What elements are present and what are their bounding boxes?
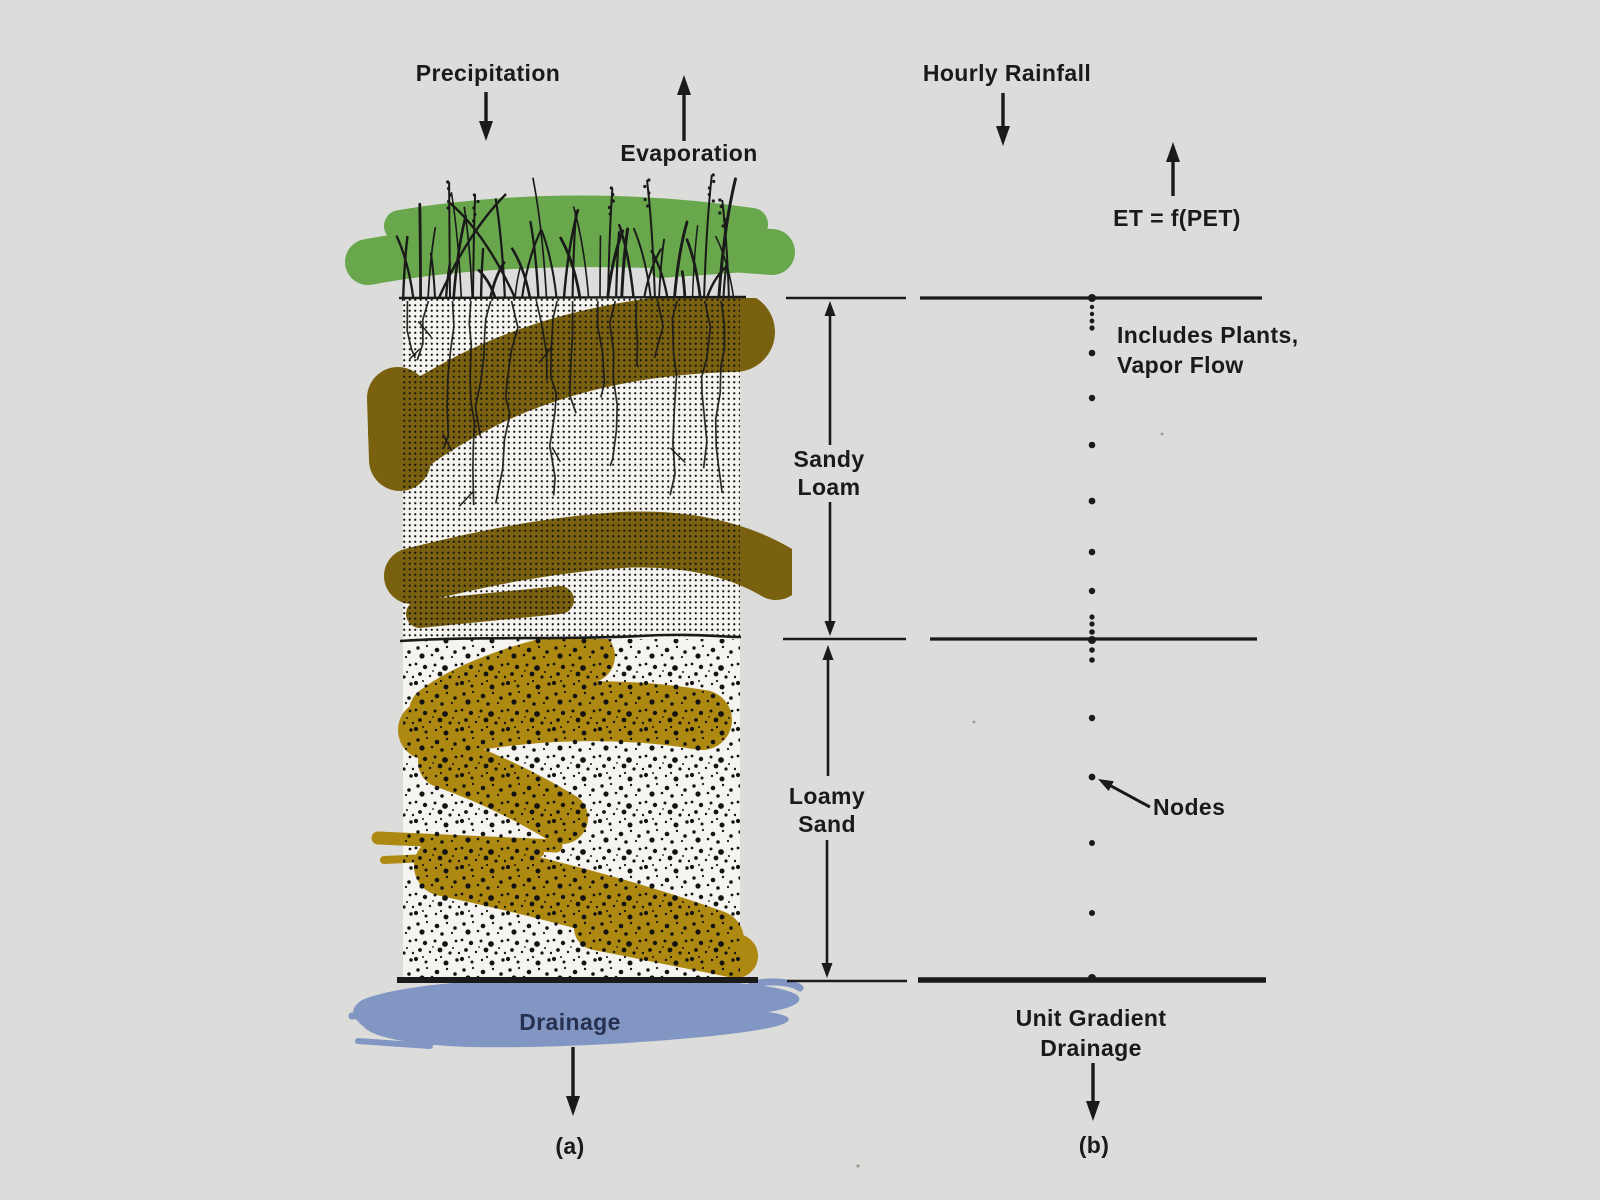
includes-plants-note-line1: Includes Plants, bbox=[1117, 322, 1299, 348]
et-equation-label: ET = f(PET) bbox=[1113, 205, 1241, 231]
nodes-label: Nodes bbox=[1153, 794, 1226, 820]
soil-surface-line bbox=[398, 295, 747, 300]
evaporation-arrow bbox=[677, 75, 691, 141]
loamy-sand-dim-arrow-bottom bbox=[821, 840, 833, 978]
sandy-loam-dim-arrow-bottom bbox=[824, 502, 836, 636]
precipitation-label: Precipitation bbox=[415, 60, 561, 86]
loamy-sand-label: Loamy Sand bbox=[789, 782, 865, 838]
caption-b: (b) bbox=[1078, 1132, 1110, 1158]
includes-plants-note-line2: Vapor Flow bbox=[1117, 352, 1244, 378]
precipitation-arrow bbox=[479, 92, 493, 141]
loamy-sand-label-line2: Sand bbox=[798, 811, 856, 837]
drainage-b-arrow bbox=[1086, 1063, 1100, 1121]
hourly-rainfall-label: Hourly Rainfall bbox=[922, 60, 1092, 86]
drainage-a-label: Drainage bbox=[519, 1009, 621, 1035]
sandy-loam-label-line1: Sandy bbox=[793, 446, 865, 472]
hourly-rainfall-arrow bbox=[996, 93, 1010, 146]
sandy-loam-dim-arrow-top bbox=[824, 301, 836, 445]
print-noise bbox=[856, 432, 1164, 1168]
et-arrow bbox=[1166, 142, 1180, 196]
column-bottom-line bbox=[397, 977, 758, 983]
unit-gradient-drainage-label: Unit Gradient Drainage bbox=[1016, 1003, 1167, 1063]
nodes-pointer-arrow bbox=[1098, 779, 1151, 809]
sandy-loam-label: Sandy Loam bbox=[793, 445, 864, 501]
sandy-loam-label-line2: Loam bbox=[797, 474, 861, 500]
loamy-sand-label-line1: Loamy bbox=[788, 783, 866, 809]
loamy-sand-stipple bbox=[403, 639, 740, 982]
evaporation-label: Evaporation bbox=[620, 140, 758, 166]
layer-boundary-line bbox=[399, 633, 742, 643]
caption-a: (a) bbox=[555, 1133, 585, 1159]
root-strokes bbox=[406, 300, 726, 507]
drainage-a-arrow bbox=[566, 1047, 580, 1116]
loamy-sand-dim-arrow-top bbox=[822, 645, 834, 776]
node-dots bbox=[1088, 294, 1096, 982]
grass-blades bbox=[395, 173, 737, 302]
unit-gradient-line2: Drainage bbox=[1040, 1035, 1142, 1061]
unit-gradient-line1: Unit Gradient bbox=[1015, 1005, 1167, 1031]
drainage-paint-swash bbox=[348, 977, 804, 1049]
includes-plants-note: Includes Plants, Vapor Flow bbox=[1117, 320, 1299, 380]
